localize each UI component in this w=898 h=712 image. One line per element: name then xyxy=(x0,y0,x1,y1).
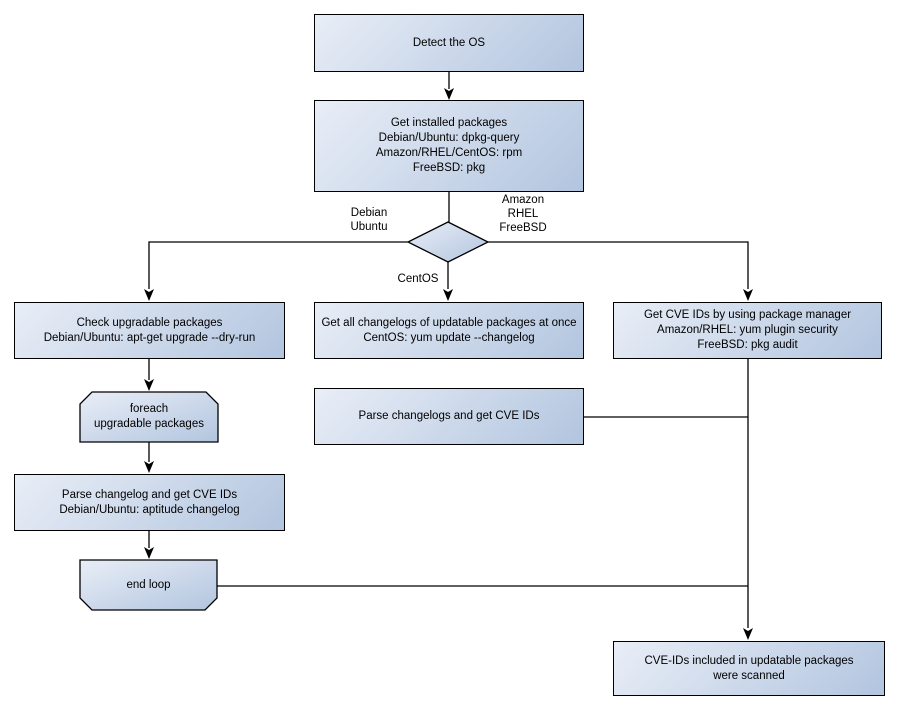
branch-label-text: FreeBSD xyxy=(499,222,547,234)
branch-label-debian-ubuntu: Debian Ubuntu xyxy=(340,206,398,234)
node-text: upgradable packages xyxy=(94,418,204,430)
get-installed-packages-node: Get installed packages Debian/Ubuntu: dp… xyxy=(314,100,584,192)
node-text: foreach xyxy=(129,403,169,415)
node-text: FreeBSD: pkg audit xyxy=(697,339,798,351)
arrowhead-get-changelogs xyxy=(443,289,453,301)
connector-branch-debian xyxy=(148,241,408,289)
parse-changelog-aptitude-node: Parse changelog and get CVE IDs Debian/U… xyxy=(14,474,285,531)
arrowhead-installed xyxy=(444,88,454,100)
cve-ids-scanned-node: CVE-IDs included in updatable packages w… xyxy=(613,641,885,696)
node-text: Get all changelogs of updatable packages… xyxy=(321,316,577,329)
parse-changelogs-node: Parse changelogs and get CVE IDs xyxy=(314,388,584,445)
node-text: Check upgradable packages xyxy=(76,316,223,329)
node-text: CentOS: yum update --changelog xyxy=(363,331,535,344)
end-loop-shape xyxy=(79,559,218,611)
connector-branch-amazon-freebsd xyxy=(488,241,749,289)
arrowhead-end-loop xyxy=(144,547,154,559)
node-text: were scanned xyxy=(713,669,785,682)
arrowhead-parse-changelog xyxy=(144,461,154,473)
branch-label-text: CentOS xyxy=(397,273,439,285)
get-cve-ids-package-manager-node: Get CVE IDs by using package manager Ama… xyxy=(613,302,882,359)
os-decision-diamond xyxy=(406,221,490,263)
node-text: Debian/Ubuntu: dpkg-query xyxy=(378,132,520,144)
node-text: Amazon/RHEL/CentOS: rpm xyxy=(375,147,523,159)
node-text: Parse changelog and get CVE IDs xyxy=(61,488,238,501)
node-text: FreeBSD: pkg xyxy=(412,162,486,174)
branch-label-centos: CentOS xyxy=(392,272,444,286)
node-text: Debian/Ubuntu: aptitude changelog xyxy=(59,503,240,516)
arrowhead-foreach xyxy=(144,379,154,391)
arrowhead-check-upgradable xyxy=(144,289,154,301)
arrowhead-scanned xyxy=(743,628,753,640)
foreach-loop-shape xyxy=(79,391,219,443)
node-text: end loop xyxy=(126,578,171,591)
end-loop-label: end loop xyxy=(80,560,217,610)
branch-label-text: Ubuntu xyxy=(350,221,388,233)
detect-os-node: Detect the OS xyxy=(314,14,584,72)
node-text: Get CVE IDs by using package manager xyxy=(643,309,852,321)
get-all-changelogs-node: Get all changelogs of updatable packages… xyxy=(314,302,584,359)
node-text: Get installed packages xyxy=(390,117,508,129)
branch-label-amazon-rhel-freebsd: Amazon RHEL FreeBSD xyxy=(494,193,552,235)
foreach-loop-label: foreach upgradable packages xyxy=(80,392,218,442)
arrowhead-get-cve-ids xyxy=(743,289,753,301)
node-text: CVE-IDs included in updatable packages xyxy=(644,654,854,667)
node-text: Debian/Ubuntu: apt-get upgrade --dry-run xyxy=(43,331,256,344)
check-upgradable-packages-node: Check upgradable packages Debian/Ubuntu:… xyxy=(14,302,285,359)
branch-label-text: Amazon xyxy=(501,194,545,206)
branch-label-text: RHEL xyxy=(507,208,539,220)
node-text: Detect the OS xyxy=(412,36,486,49)
branch-label-text: Debian xyxy=(350,207,388,219)
node-text: Amazon/RHEL: yum plugin security xyxy=(657,324,838,336)
node-text: Parse changelogs and get CVE IDs xyxy=(358,410,540,422)
